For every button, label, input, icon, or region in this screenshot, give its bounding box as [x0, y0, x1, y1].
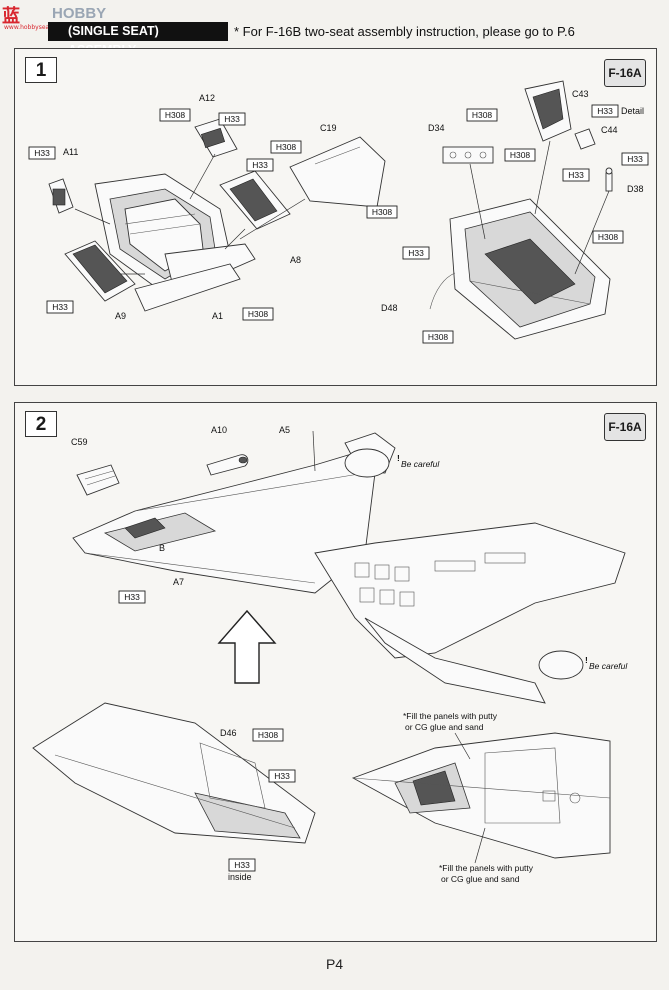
- svg-text:H308: H308: [165, 110, 186, 120]
- step-2-panel: 2 F-16A: [14, 402, 657, 942]
- svg-text:H33: H33: [252, 160, 268, 170]
- part-label: D48: [381, 303, 398, 313]
- part-label: A10: [211, 425, 227, 435]
- part-a9-drawing: [64, 240, 136, 302]
- paint-tag: H33: [218, 112, 246, 126]
- part-a12-drawing: [194, 118, 238, 158]
- warning-cloud: [538, 650, 584, 680]
- svg-text:H33: H33: [124, 592, 140, 602]
- part-label: D46: [220, 728, 237, 738]
- svg-text:H308: H308: [428, 332, 449, 342]
- part-label: D34: [428, 123, 445, 133]
- step-number: 2: [25, 411, 57, 437]
- variant-badge: F-16A: [604, 413, 646, 441]
- fill-note-line: *Fill the panels with putty: [403, 711, 498, 721]
- part-label: C43: [572, 89, 589, 99]
- part-label: C19: [320, 123, 337, 133]
- paint-tag: H308: [242, 307, 274, 321]
- step-1-panel: 1 F-16A: [14, 48, 657, 386]
- svg-text:H33: H33: [597, 106, 613, 116]
- part-label: C59: [71, 437, 88, 447]
- svg-text:H308: H308: [472, 110, 493, 120]
- paint-tag: H33: [228, 858, 256, 872]
- paint-tag: H308: [366, 205, 398, 219]
- paint-tag: H308: [252, 728, 284, 742]
- svg-text:H33: H33: [568, 170, 584, 180]
- part-label: A12: [199, 93, 215, 103]
- part-d48-drawing: [429, 272, 456, 310]
- header-note: * For F-16B two-seat assembly instructio…: [234, 24, 575, 39]
- part-d38-drawing: [605, 167, 613, 192]
- part-label: A8: [290, 255, 301, 265]
- inside-label: inside: [228, 872, 252, 882]
- warning-text: Be careful: [401, 459, 440, 469]
- svg-text:H33: H33: [34, 148, 50, 158]
- paint-tag: H308: [270, 140, 302, 154]
- fill-note-line: *Fill the panels with putty: [439, 863, 534, 873]
- svg-text:H308: H308: [372, 207, 393, 217]
- warning-text: Be careful: [589, 661, 628, 671]
- paint-tag: H33: [268, 769, 296, 783]
- part-c44-drawing: [574, 128, 596, 150]
- part-a10-drawing: [206, 454, 249, 476]
- svg-text:H308: H308: [276, 142, 297, 152]
- step-2-illustration: C59 A10 A5 A7 B D46 H33 H308 H33 H33 ins…: [32, 425, 628, 884]
- page-number: P4: [325, 956, 344, 972]
- paint-tag: H33: [402, 246, 430, 260]
- svg-text:H33: H33: [52, 302, 68, 312]
- paint-tag: H33: [591, 104, 619, 118]
- paint-tag: H33: [118, 590, 146, 604]
- part-d34-drawing: [442, 146, 494, 164]
- svg-text:H33: H33: [234, 860, 250, 870]
- variant-badge: F-16A: [604, 59, 646, 87]
- paint-tag: H308: [466, 108, 498, 122]
- fuselage-side-drawing: [32, 702, 316, 844]
- paint-tag: H33: [562, 168, 590, 182]
- svg-text:H308: H308: [258, 730, 279, 740]
- part-c19-drawing: [289, 136, 386, 208]
- watermark-url: www.hobbysearch.com: [4, 24, 74, 31]
- part-a11-drawing: [48, 178, 74, 214]
- up-arrow: [217, 609, 277, 684]
- section-title: (SINGLE SEAT) ASSEMBLY: [48, 22, 228, 57]
- detail-label: Detail: [621, 106, 644, 116]
- svg-text:H308: H308: [248, 309, 269, 319]
- paint-tag: H33: [46, 300, 74, 314]
- paint-tag: H33: [28, 146, 56, 160]
- part-label: D38: [627, 184, 644, 194]
- part-label: A1: [212, 311, 223, 321]
- svg-text:H33: H33: [274, 771, 290, 781]
- part-label: C44: [601, 125, 618, 135]
- fill-note-line: or CG glue and sand: [441, 874, 520, 884]
- step-1-illustration: A11 A12 C19 A8 A9 A1 D34 C43 C44 D38 D48…: [28, 80, 649, 344]
- assembled-cockpit-drawing: [449, 198, 611, 340]
- part-label: B: [159, 543, 165, 553]
- part-c59-drawing: [76, 464, 120, 496]
- warning-mark: !: [397, 453, 400, 463]
- svg-text:H308: H308: [598, 232, 619, 242]
- paint-tag: H308: [159, 108, 191, 122]
- watermark-cn: 蓝: [2, 6, 21, 27]
- svg-text:H33: H33: [627, 154, 643, 164]
- paint-tag: H308: [422, 330, 454, 344]
- svg-text:H33: H33: [224, 114, 240, 124]
- part-label: A5: [279, 425, 290, 435]
- paint-tag: H308: [592, 230, 624, 244]
- cockpit-tub-drawing: [94, 173, 256, 312]
- paint-tag: H33: [246, 158, 274, 172]
- svg-text:H308: H308: [510, 150, 531, 160]
- warning-mark: !: [585, 655, 588, 665]
- paint-tag: H33: [621, 152, 649, 166]
- warning-cloud: [344, 448, 390, 478]
- part-c43-drawing: [524, 80, 572, 142]
- paint-tag: H308: [504, 148, 536, 162]
- svg-text:H33: H33: [408, 248, 424, 258]
- part-a8-drawing: [219, 170, 291, 230]
- part-label: A11: [63, 147, 78, 157]
- fuselage-top-view-drawing: [351, 732, 611, 859]
- part-label: A7: [173, 577, 184, 587]
- step-number: 1: [25, 57, 57, 83]
- fill-note-line: or CG glue and sand: [405, 722, 484, 732]
- part-label: A9: [115, 311, 126, 321]
